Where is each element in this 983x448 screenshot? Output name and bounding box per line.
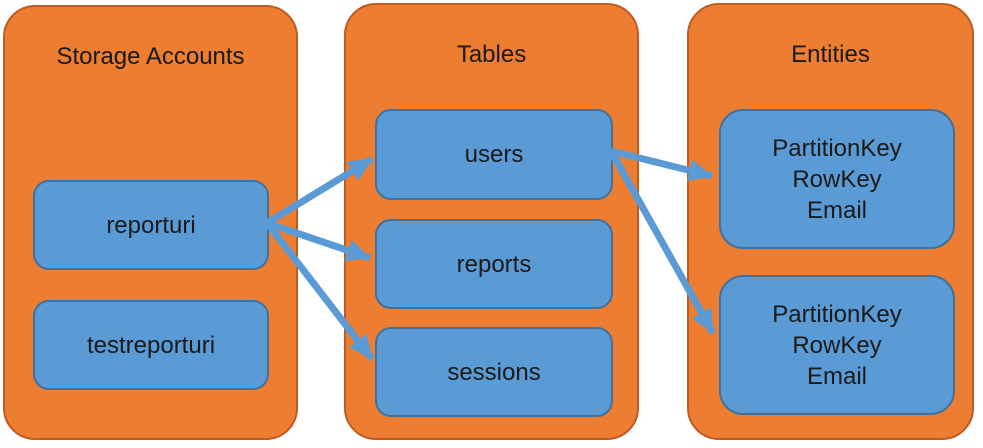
entities-container: Entities PartitionKey RowKey Email Parti… [687,3,974,440]
node-users: users [375,109,613,200]
node-entity-2: PartitionKey RowKey Email [719,275,955,415]
node-reports-label: reports [456,250,532,278]
entity-2-email: Email [806,362,867,390]
tables-container: Tables users reports sessions [344,3,639,440]
storage-accounts-container: Storage Accounts reporturi testreporturi [3,5,298,440]
storage-accounts-title: Storage Accounts [56,43,245,70]
entity-2-partitionkey: PartitionKey [772,300,902,328]
tables-title: Tables [456,41,527,68]
node-testreporturi: testreporturi [33,300,269,390]
node-reporturi: reporturi [33,180,269,270]
node-entity-1: PartitionKey RowKey Email [719,109,955,249]
node-reports: reports [375,219,613,309]
entity-1-email: Email [806,196,867,224]
node-reporturi-label: reporturi [106,211,196,239]
node-sessions-label: sessions [447,358,541,386]
entity-2-rowkey: RowKey [792,331,882,359]
node-users-label: users [464,141,524,168]
entity-1-partitionkey: PartitionKey [772,134,902,162]
entity-1-rowkey: RowKey [792,165,882,193]
entities-title: Entities [791,41,870,68]
node-sessions: sessions [375,327,613,417]
node-testreporturi-label: testreporturi [86,331,216,359]
